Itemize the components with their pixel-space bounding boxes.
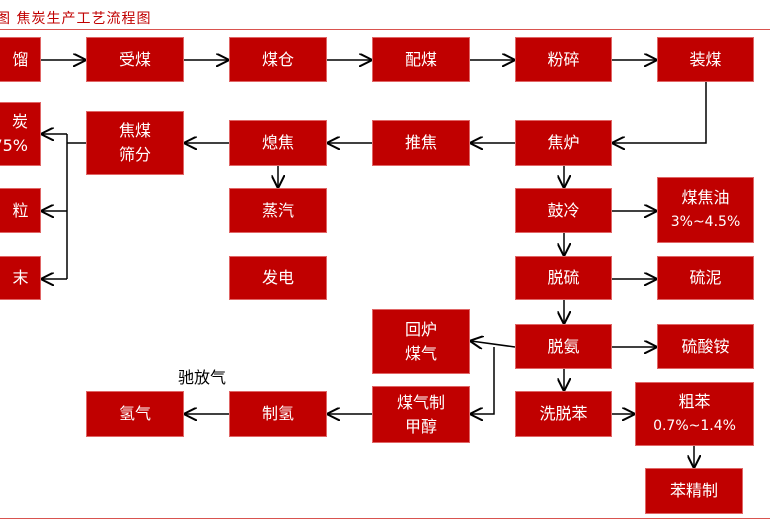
node-label: 硫酸铵: [681, 336, 730, 356]
node-hydrogen: 氢气: [86, 391, 184, 437]
node-label: 粗苯: [678, 392, 711, 411]
node-coal-bunker: 煤仓: [229, 37, 327, 82]
node-cooling: 鼓冷: [515, 188, 612, 233]
node-label: 发电: [261, 268, 294, 287]
node-label: 氢气: [118, 404, 151, 423]
node-debenzol: 洗脱苯: [515, 391, 612, 437]
node-label: 末: [12, 268, 29, 287]
node-granule: 粒: [0, 188, 41, 233]
node-crude-benzene: 粗苯 0.7%~1.4%: [635, 382, 754, 446]
node-make-hydrogen: 制氢: [229, 391, 327, 437]
node-charge-coal: 装煤: [657, 37, 754, 82]
node-label: 筛分: [118, 145, 151, 164]
node-power: 发电: [229, 256, 327, 300]
arrow: [471, 341, 516, 347]
node-label: 75%: [0, 136, 28, 155]
node-coke: 炭 75%: [0, 102, 41, 166]
node-steam: 蒸汽: [229, 188, 327, 233]
node-label: 熄焦: [261, 133, 294, 152]
node-receive-coal: 受煤: [86, 37, 184, 82]
node-sulfur-mud: 硫泥: [657, 256, 754, 300]
node-label: 馏: [12, 49, 29, 69]
node-label: 洗脱苯: [539, 404, 588, 423]
node-gas-to-methanol: 煤气制甲醇: [372, 386, 470, 443]
node-label: 0.7%~1.4%: [653, 418, 736, 434]
node-label: 配煤: [404, 49, 437, 69]
node-label: 粉碎: [547, 49, 580, 69]
node-coke-oven: 焦炉: [515, 120, 612, 166]
footer-rule: [0, 518, 770, 519]
node-desulfur: 脱硫: [515, 256, 612, 300]
node-label: 蒸汽: [261, 200, 294, 220]
node-label: 煤焦油: [681, 188, 730, 207]
node-label: 焦炉: [547, 133, 580, 152]
node-label: 受煤: [118, 49, 151, 69]
node-distill: 馏: [0, 37, 41, 82]
purge-gas-label: 驰放气: [178, 368, 227, 387]
node-label: 煤仓: [261, 49, 294, 69]
node-label: 脱硫: [547, 268, 580, 287]
node-coke-screening: 焦煤筛分: [86, 111, 184, 175]
node-coal-tar: 煤焦油 3%~4.5%: [657, 177, 754, 243]
node-label: 装煤: [689, 49, 722, 69]
node-label: 3%~4.5%: [670, 214, 741, 230]
node-push-coke: 推焦: [372, 120, 470, 166]
node-label: 鼓冷: [547, 200, 580, 220]
node-label: 脱氨: [547, 336, 580, 356]
arrow: [471, 347, 495, 414]
node-quench: 熄焦: [229, 120, 327, 166]
arrow: [613, 82, 707, 143]
node-label: 苯精制: [669, 481, 718, 500]
title-rule: [0, 29, 770, 30]
node-return-gas: 回炉煤气: [372, 309, 470, 374]
node-label: 硫泥: [689, 268, 722, 287]
node-label: 焦煤: [118, 121, 151, 140]
node-label: 甲醇: [404, 416, 437, 436]
node-powder: 末: [0, 256, 41, 300]
node-label: 粒: [12, 200, 29, 220]
diagram-title: 图 焦炭生产工艺流程图: [0, 11, 152, 27]
node-crush: 粉碎: [515, 37, 612, 82]
node-label: 推焦: [404, 133, 437, 152]
node-blend-coal: 配煤: [372, 37, 470, 82]
node-label: 炭: [11, 112, 28, 131]
node-label: 煤气制: [396, 392, 445, 412]
node-label: 制氢: [261, 404, 294, 423]
node-deammonia: 脱氨: [515, 324, 612, 369]
node-label: 煤气: [404, 343, 437, 363]
node-label: 回炉: [404, 319, 437, 339]
node-ammonium-sulfate: 硫酸铵: [657, 324, 754, 369]
node-benzene-refining: 苯精制: [645, 468, 743, 514]
